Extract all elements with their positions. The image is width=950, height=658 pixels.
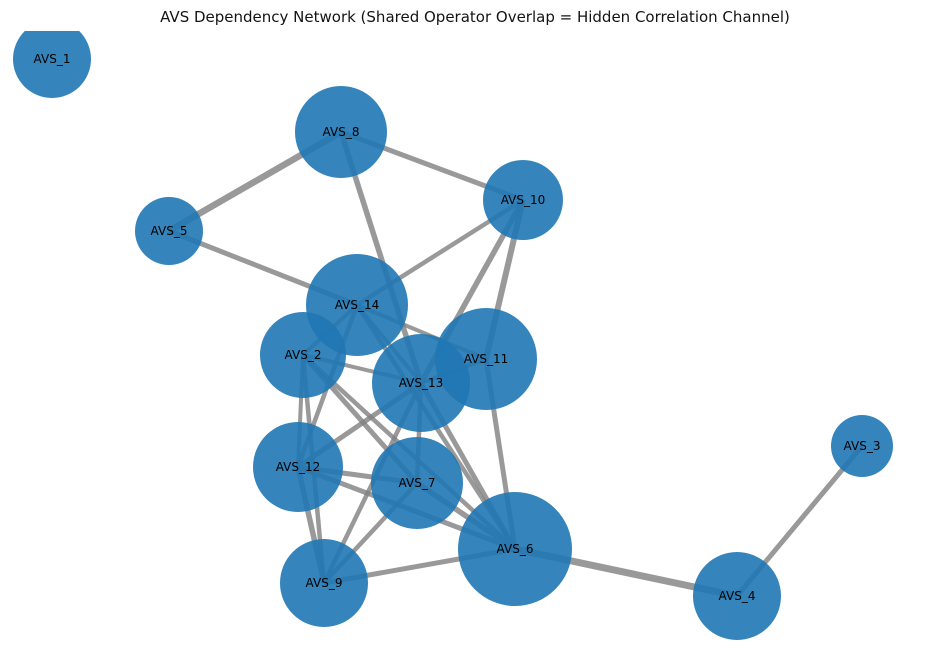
node-AVS_5 [135,197,203,265]
node-AVS_3 [831,415,893,477]
node-AVS_9 [280,539,368,627]
node-AVS_7 [371,437,463,529]
node-AVS_8 [295,86,387,178]
chart-title: AVS Dependency Network (Shared Operator … [160,8,790,26]
graph-area: AVS_1AVS_2AVS_3AVS_4AVS_5AVS_6AVS_7AVS_8… [13,31,893,640]
node-AVS_14 [306,254,408,356]
nodes-layer [13,31,893,640]
node-AVS_1 [13,31,91,98]
node-AVS_4 [693,552,781,640]
node-AVS_10 [483,160,563,240]
node-AVS_13 [372,334,470,432]
node-AVS_6 [458,492,572,606]
node-AVS_12 [253,422,343,512]
